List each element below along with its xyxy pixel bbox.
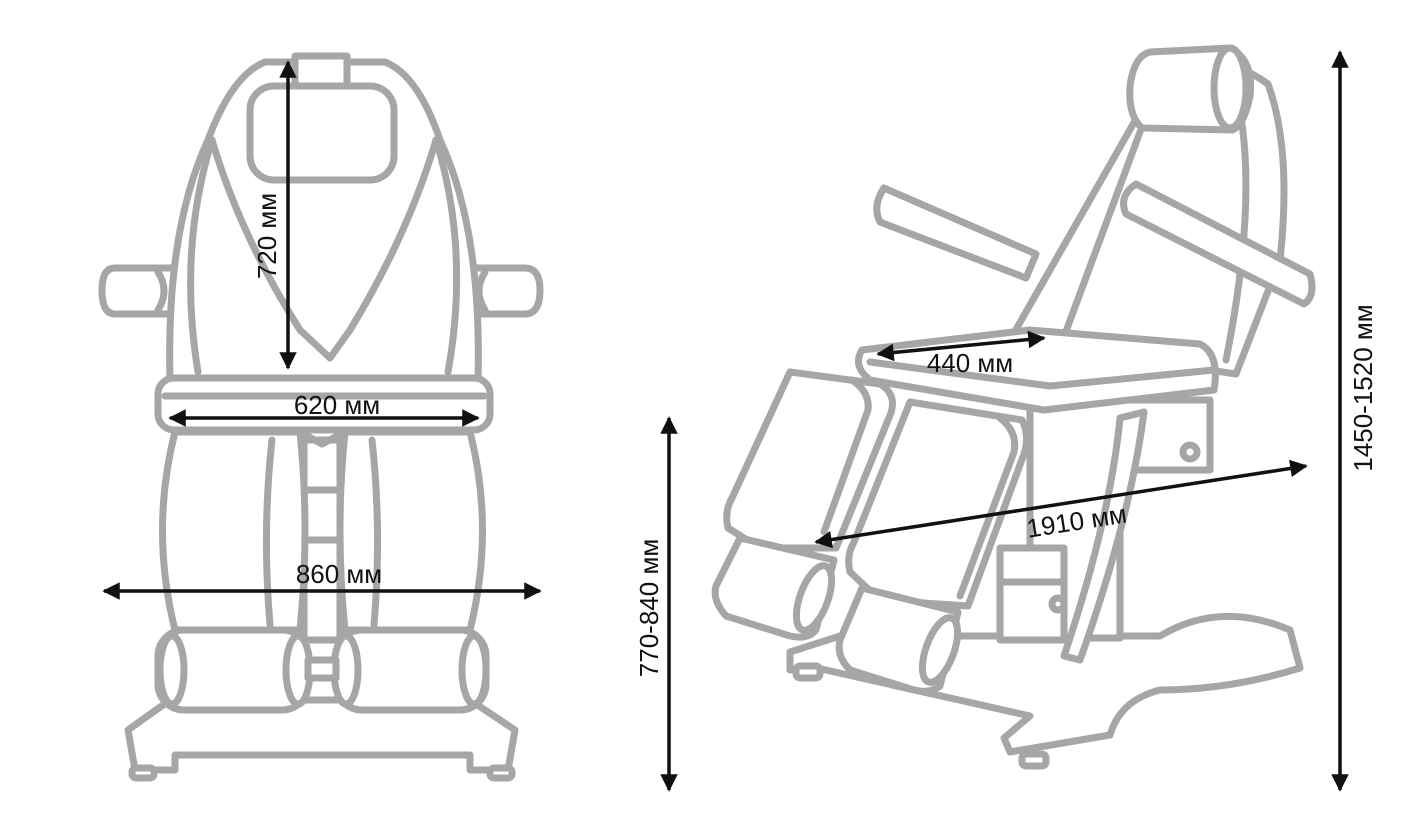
- dimension-lines: [102, 50, 1349, 792]
- dim-line-overall-length: [814, 459, 1308, 549]
- side-roll-far: [792, 562, 836, 634]
- dim-line-seat-depth: [876, 330, 1046, 362]
- side-foot-1: [792, 662, 824, 682]
- side-foot-2: [1018, 750, 1050, 770]
- backrest-height-label: 720 мм: [252, 193, 282, 279]
- front-roll-1: [156, 632, 188, 708]
- side-knob-1: [1179, 441, 1201, 463]
- side-knob-3: [1048, 594, 1068, 614]
- front-upper-leg-left: [159, 428, 309, 634]
- front-headrest: [246, 82, 398, 184]
- seat-depth-label: 440 мм: [927, 348, 1013, 378]
- overall-width-label: 860 мм: [296, 559, 382, 589]
- front-upper-leg-right: [336, 428, 486, 634]
- side-view-chair: [711, 44, 1316, 770]
- side-headrest-cap: [1210, 44, 1250, 132]
- front-roll-4: [458, 632, 490, 708]
- side-armrest-near: [1120, 180, 1316, 308]
- seat-width-label: 620 мм: [294, 390, 380, 420]
- front-leg-connector: [304, 656, 340, 682]
- front-foot-right: [486, 764, 516, 782]
- front-view-chair: [98, 52, 544, 782]
- overall-height-label: 1450-1520 мм: [1348, 304, 1378, 471]
- dimension-labels: 720 мм 620 мм 860 мм 440 мм 1910 мм 770-…: [252, 193, 1378, 677]
- side-roll-near: [918, 614, 962, 686]
- seat-height-label: 770-840 мм: [634, 539, 664, 677]
- side-armrest-far: [873, 184, 1040, 282]
- side-motor-box: [996, 544, 1068, 644]
- front-foot-left: [128, 764, 158, 782]
